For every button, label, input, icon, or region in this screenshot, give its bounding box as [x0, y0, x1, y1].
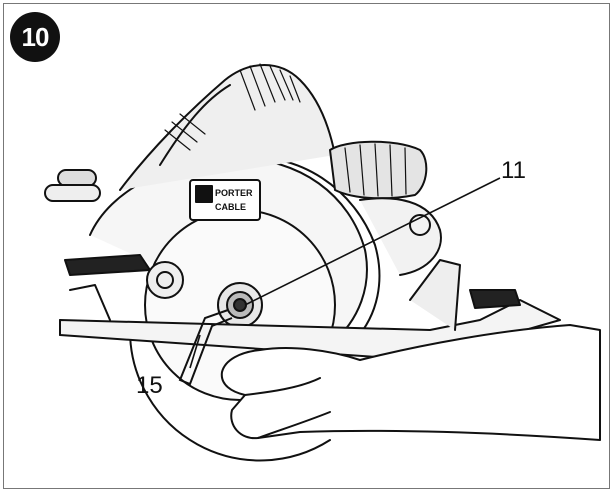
step-number-badge: 10: [10, 12, 60, 62]
leader-line-15: [189, 334, 201, 369]
leader-line-11: [244, 177, 501, 306]
callout-label-11: 11: [501, 157, 526, 184]
callout-label-15: 15: [136, 372, 163, 399]
callout-leaders: [189, 177, 501, 369]
hand-illustration: [220, 324, 601, 441]
brand-mark-line-2: CABLE: [215, 202, 246, 212]
hex-wrench-illustration: [178, 309, 233, 386]
brand-mark-line-1: PORTER: [215, 188, 253, 198]
